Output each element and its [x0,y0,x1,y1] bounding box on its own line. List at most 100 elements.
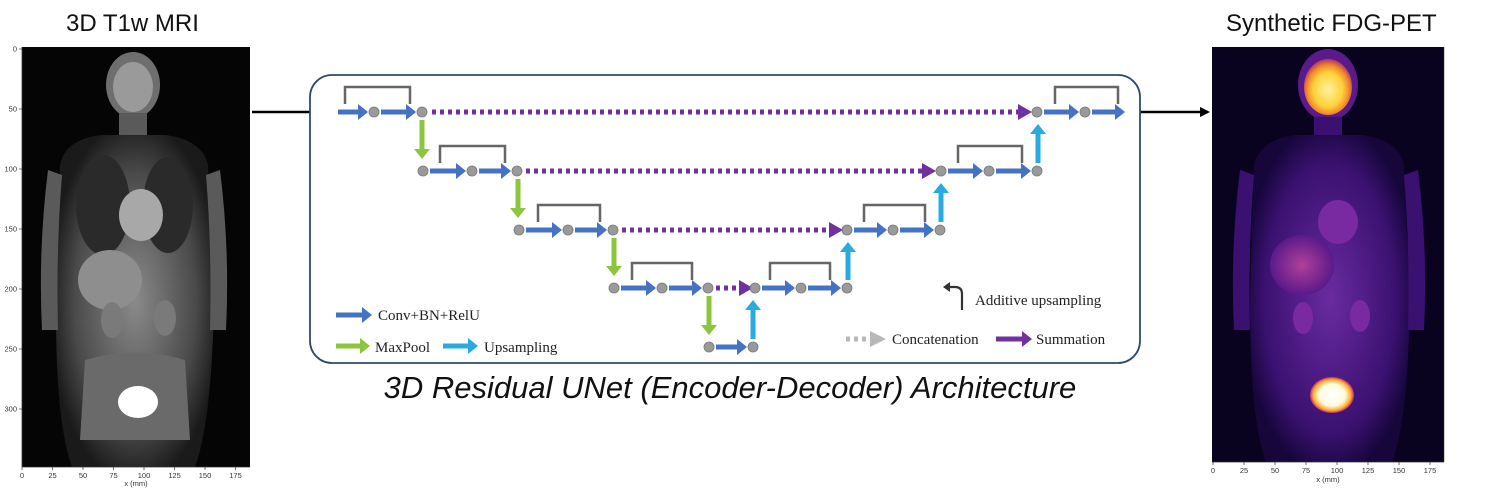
conv-arrow [575,222,607,238]
additive-upsampling-icon-head [943,282,950,292]
mri-ytick-label: 300 [4,405,17,414]
conv-arrow [900,222,934,238]
mri-xtick-label: 25 [48,471,56,480]
legend-conv-arrow [336,307,372,323]
feature-node [703,341,715,353]
conv-arrow [996,163,1031,179]
feature-node [608,282,620,294]
legend-maxpool-label: MaxPool [375,340,430,356]
residual-connection [862,203,927,222]
conv-arrow [1092,104,1125,120]
mri-xtick-label: 175 [229,471,242,480]
conv-arrow [526,222,562,238]
architecture-caption: 3D Residual UNet (Encoder-Decoder) Archi… [383,370,1077,405]
mri-ytick-label: 250 [4,345,17,354]
feature-node [795,282,807,294]
residual-connection [536,203,602,222]
feature-node [417,165,429,177]
conv-arrow [762,280,795,296]
maxpool-arrow [414,120,430,159]
feature-node [841,282,853,294]
pet-xtick-label: 175 [1424,466,1437,475]
conv-arrow [430,163,466,179]
feature-node [747,341,759,353]
feature-node [934,224,946,236]
feature-node [1031,106,1043,118]
mri-ytick-label: 100 [4,165,17,174]
legend-upsampling-arrow [443,338,478,354]
conv-arrow [381,104,416,120]
maxpool-arrow [510,179,526,218]
residual-connection [630,261,694,280]
pet-xtick-label: 150 [1393,466,1406,475]
legend-maxpool-arrow [336,338,370,354]
conv-arrow [621,280,656,296]
maxpool-arrow [606,238,622,276]
feature-node [368,106,380,118]
feature-node [466,165,478,177]
pet-xtick-label: 50 [1271,466,1279,475]
conv-arrow [716,339,747,355]
mri-xtick-label: 50 [79,471,87,480]
feature-node [702,282,714,294]
mri-xtick-label: 150 [199,471,212,480]
additive-upsampling-icon [948,285,964,310]
feature-node [887,224,899,236]
legend-additive-label: Additive upsampling [975,293,1102,309]
upsampling-arrow [1030,124,1046,163]
legend-conv-label: Conv+BN+RelU [378,308,480,324]
legend-concatenation-head [870,331,886,347]
feature-node [607,224,619,236]
mri-xtick-label: 125 [168,471,181,480]
mri-xtick-label: 75 [109,471,117,480]
conv-arrow [854,222,887,238]
residual-connection [343,85,412,104]
residual-connection [438,144,507,163]
residual-connection [956,144,1024,163]
mri-image [22,47,250,467]
skip-connection-head [922,163,936,179]
pet-image [1212,47,1444,462]
mri-title: 3D T1w MRI [66,10,199,37]
conv-arrow [948,163,983,179]
feature-node [1079,106,1091,118]
feature-node [416,106,428,118]
feature-node [562,224,574,236]
conv-arrow [669,280,702,296]
feature-node [841,224,853,236]
residual-connection [1053,85,1120,104]
upsampling-arrow [745,300,761,339]
upsampling-arrow [933,183,949,222]
pet-xtick-label: 75 [1302,466,1310,475]
feature-node [1031,165,1043,177]
pet-xtick-label: 25 [1240,466,1248,475]
legend-upsampling-label: Upsampling [484,340,558,356]
pet-xtick-label: 125 [1362,466,1375,475]
feature-node [749,282,761,294]
feature-node [513,224,525,236]
maxpool-arrow [701,296,717,335]
upsampling-arrow [840,242,856,280]
residual-connection [768,261,832,280]
mri-xtick-label: 0 [20,471,24,480]
conv-arrow [808,280,841,296]
legend: Conv+BN+RelU MaxPool Upsampling Additive… [336,282,1106,356]
legend-concatenation-label: Concatenation [892,332,979,348]
unet-diagram [338,85,1125,355]
skip-connection-head [739,280,753,296]
feature-node [935,165,947,177]
feature-node [511,165,523,177]
legend-summation-arrow [996,331,1032,347]
pet-x-axis-label: x (mm) [1316,475,1340,484]
mri-xtick-label: 100 [138,471,151,480]
conv-arrow [1044,104,1079,120]
pet-xtick-label: 0 [1211,466,1215,475]
feature-node [656,282,668,294]
feature-node [983,165,995,177]
conv-arrow [479,163,511,179]
mri-ytick-label: 200 [4,285,17,294]
conv-arrow [338,104,368,120]
